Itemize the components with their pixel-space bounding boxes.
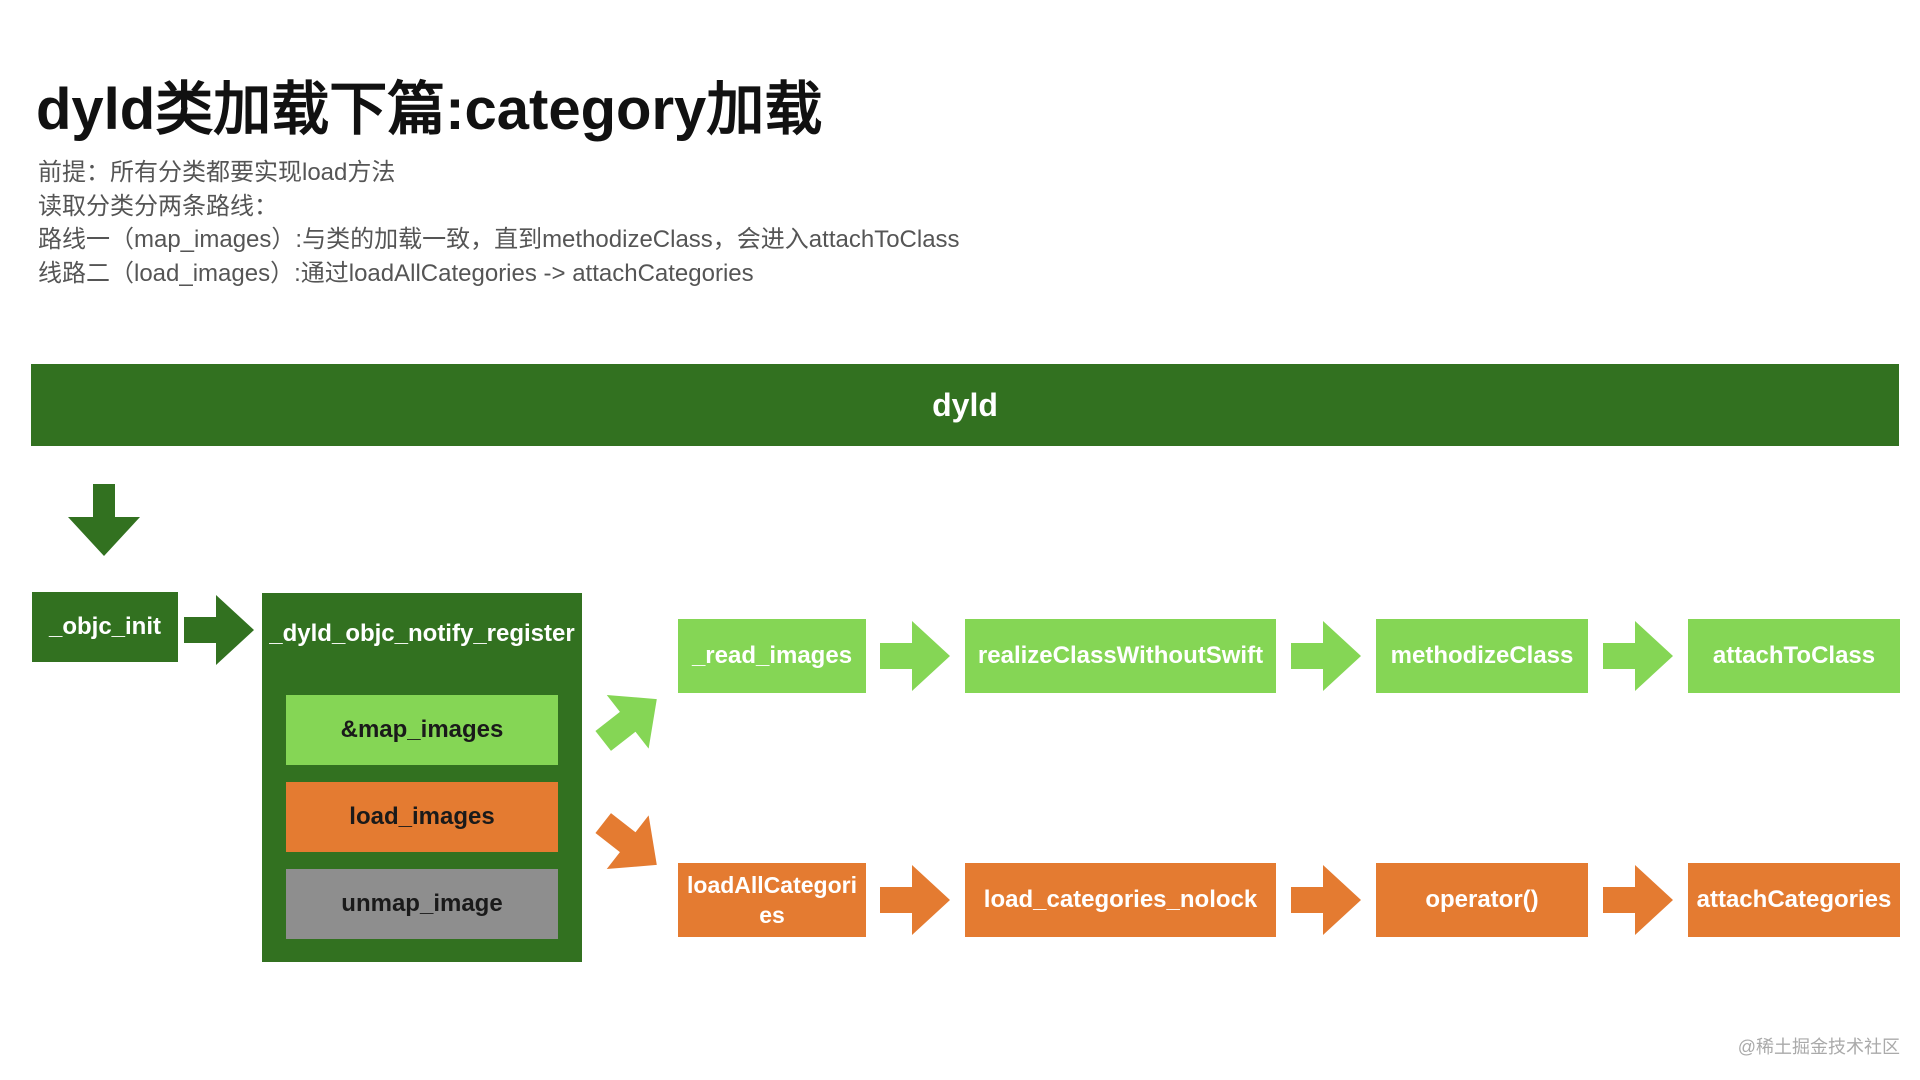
load-images-box: load_images — [286, 782, 558, 852]
route2-load-categories-nolock: load_categories_nolock — [965, 863, 1276, 937]
arrow-diagonal-down-icon — [595, 813, 657, 869]
route2-load-all-categories: loadAllCategori es — [678, 863, 866, 937]
description-line: 路线一（map_images）:与类的加载一致，直到methodizeClass… — [38, 226, 960, 253]
arrow-right-icon — [880, 865, 950, 935]
arrow-right-icon — [880, 621, 950, 691]
route1-read-images: _read_images — [678, 619, 866, 693]
arrow-diagonal-up-icon — [595, 695, 657, 751]
arrow-right-icon — [1603, 621, 1673, 691]
description-line: 线路二（load_images）:通过loadAllCategories -> … — [38, 259, 754, 287]
arrow-right-icon — [1291, 865, 1361, 935]
route1-realize-class: realizeClassWithoutSwift — [965, 619, 1276, 693]
unmap-image-box: unmap_image — [286, 869, 558, 939]
description-line: 读取分类分两条路线： — [38, 192, 278, 220]
dyld-banner: dyld — [31, 364, 1899, 446]
arrow-right-icon — [1291, 621, 1361, 691]
route2-attach-categories: attachCategories — [1688, 863, 1900, 937]
map-images-box: &map_images — [286, 695, 558, 765]
arrow-right-icon — [1603, 865, 1673, 935]
objc-init-box: _objc_init — [32, 592, 178, 662]
route1-attach-to-class: attachToClass — [1688, 619, 1900, 693]
arrow-down-icon — [68, 484, 140, 556]
description-line: 前提：所有分类都要实现load方法 — [38, 159, 396, 186]
page-title: dyld类加载下篇:category加载 — [36, 77, 823, 142]
route1-methodize-class: methodizeClass — [1376, 619, 1588, 693]
watermark: @稀土掘金技术社区 — [1737, 1037, 1900, 1057]
arrow-right-icon — [184, 595, 254, 665]
notify-register-label: _dyld_objc_notify_register — [269, 620, 575, 647]
route2-operator: operator() — [1376, 863, 1588, 937]
description: 前提：所有分类都要实现load方法 读取分类分两条路线： 路线一（map_ima… — [38, 156, 960, 290]
